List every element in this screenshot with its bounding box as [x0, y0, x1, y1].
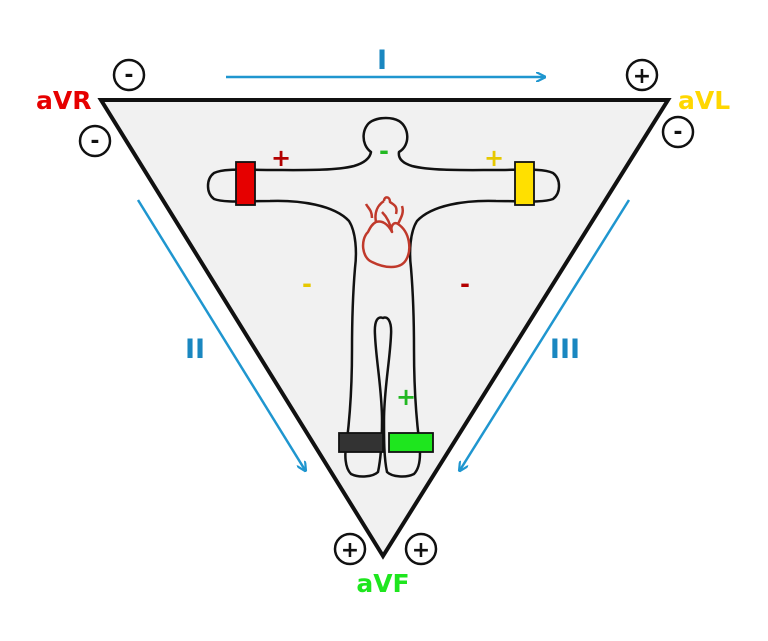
- avf-left-pole: +: [333, 532, 367, 566]
- right-arm-electrode-red: [235, 161, 256, 206]
- avr-top-pole-sign: -: [124, 63, 133, 88]
- avl-top-pole-sign: +: [633, 64, 651, 89]
- avl-top-pole: +: [625, 58, 659, 92]
- human-body-outline-icon: [206, 116, 561, 478]
- avf-label: aVF: [356, 569, 409, 598]
- left-leg-sign: +: [396, 383, 416, 411]
- heart-icon: [361, 196, 411, 269]
- einthoven-triangle: [97, 98, 672, 560]
- left-arm-electrode-yellow: [514, 161, 535, 206]
- lead-ii-label: II: [185, 334, 205, 365]
- avf-left-pole-sign: +: [341, 538, 359, 563]
- avr-label: aVR: [36, 86, 91, 115]
- left-side-yellow-sign: -: [302, 270, 312, 298]
- lead-iii-arrow: [460, 199, 631, 470]
- avr-top-pole: -: [112, 58, 146, 92]
- avl-label: aVL: [678, 86, 730, 115]
- lead-iii-label: III: [550, 334, 580, 365]
- head-sign: -: [379, 137, 389, 165]
- avf-right-pole: +: [404, 532, 438, 566]
- avf-right-pole-sign: +: [412, 538, 430, 563]
- left-leg-electrode-green: [388, 432, 434, 453]
- left-arm-sign: +: [484, 144, 504, 172]
- right-arm-sign: +: [271, 144, 291, 172]
- avl-side-pole: -: [661, 115, 695, 149]
- right-leg-electrode-black: [338, 432, 384, 453]
- avr-side-pole: -: [78, 124, 112, 158]
- lead-ii-arrow: [136, 199, 305, 470]
- avr-side-pole-sign: -: [90, 129, 99, 154]
- lead-i-label: I: [377, 45, 387, 76]
- avl-side-pole-sign: -: [673, 120, 682, 145]
- right-side-red-sign: -: [460, 270, 470, 298]
